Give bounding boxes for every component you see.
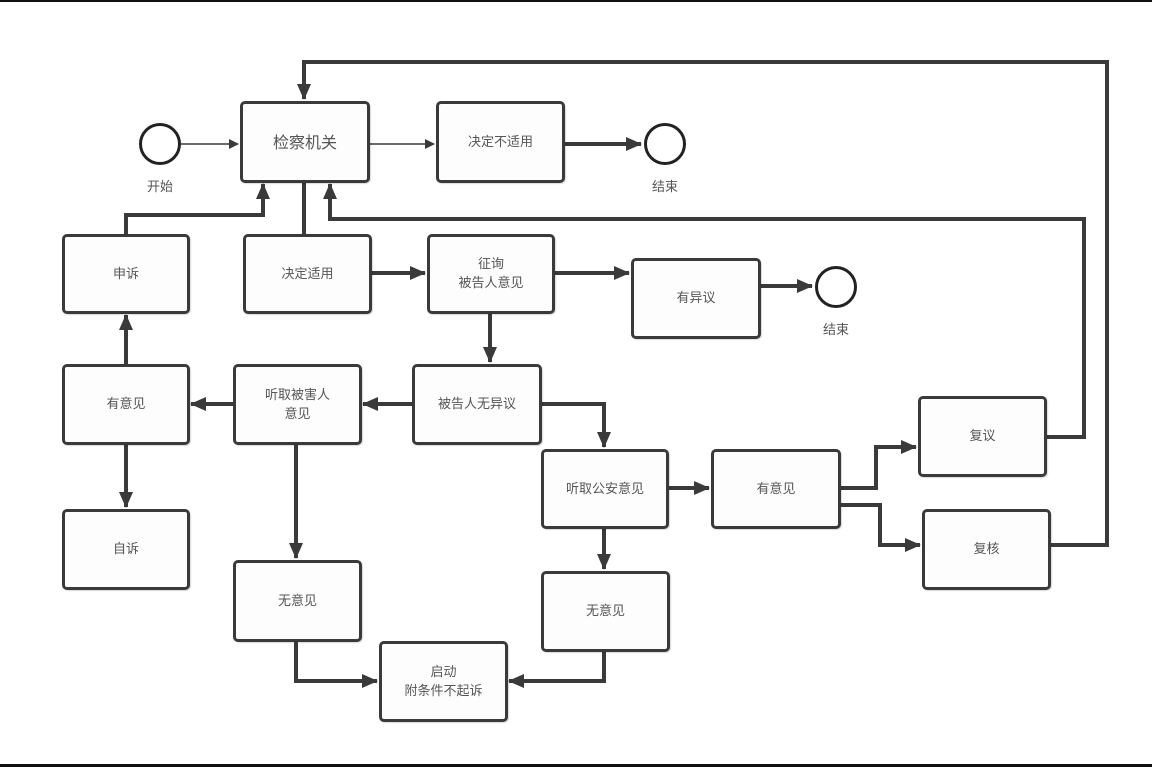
node-procuratorate[interactable]: 检察机关	[240, 101, 370, 183]
edge-no-opinion-to-start-cnp	[294, 641, 378, 688]
node-hear-police[interactable]: 听取公安意见	[541, 449, 669, 529]
node-decide-not-apply[interactable]: 决定不适用	[436, 101, 565, 183]
bottom-border	[0, 764, 1152, 767]
node-private-prosecution[interactable]: 自诉	[62, 509, 190, 590]
node-consult-defendant[interactable]: 征询 被告人意见	[427, 234, 555, 314]
end-event-2-label: 结束	[822, 323, 849, 338]
edge-appeal-to-procuratorate	[124, 183, 270, 234]
start-event-label: 开始	[146, 180, 173, 195]
top-border	[0, 0, 1152, 2]
node-appeal[interactable]: 申诉	[62, 234, 190, 314]
edge-review-to-procuratorate	[297, 60, 1109, 547]
node-has-objection[interactable]: 有异议	[631, 258, 761, 339]
edge-has-opinion-to-review	[840, 503, 921, 552]
end-event-2	[815, 266, 857, 308]
edge-reconsideration-to-procuratorate	[323, 183, 1086, 439]
node-start-conditional-non-prosecution[interactable]: 启动 附条件不起诉	[379, 641, 508, 722]
node-hear-victim[interactable]: 听取被害人 意见	[233, 364, 362, 445]
node-police-no-opinion[interactable]: 无意见	[541, 571, 670, 652]
node-reconsideration[interactable]: 复议	[918, 396, 1047, 477]
edge-police-no-opinion-to-start-cnp	[508, 651, 606, 688]
node-victim-no-opinion[interactable]: 无意见	[233, 560, 362, 642]
node-victim-has-opinion[interactable]: 有意见	[62, 364, 190, 445]
node-police-has-opinion[interactable]: 有意见	[711, 449, 841, 529]
node-decide-apply[interactable]: 决定适用	[243, 234, 372, 314]
edge-has-opinion-to-reconsideration	[840, 440, 917, 490]
edge-no-objection-to-hear-police	[541, 402, 611, 448]
end-event-1-label: 结束	[651, 180, 678, 195]
start-event	[139, 123, 181, 165]
end-event-1	[644, 123, 686, 165]
node-defendant-no-objection[interactable]: 被告人无异议	[412, 364, 542, 445]
node-review[interactable]: 复核	[922, 509, 1051, 590]
